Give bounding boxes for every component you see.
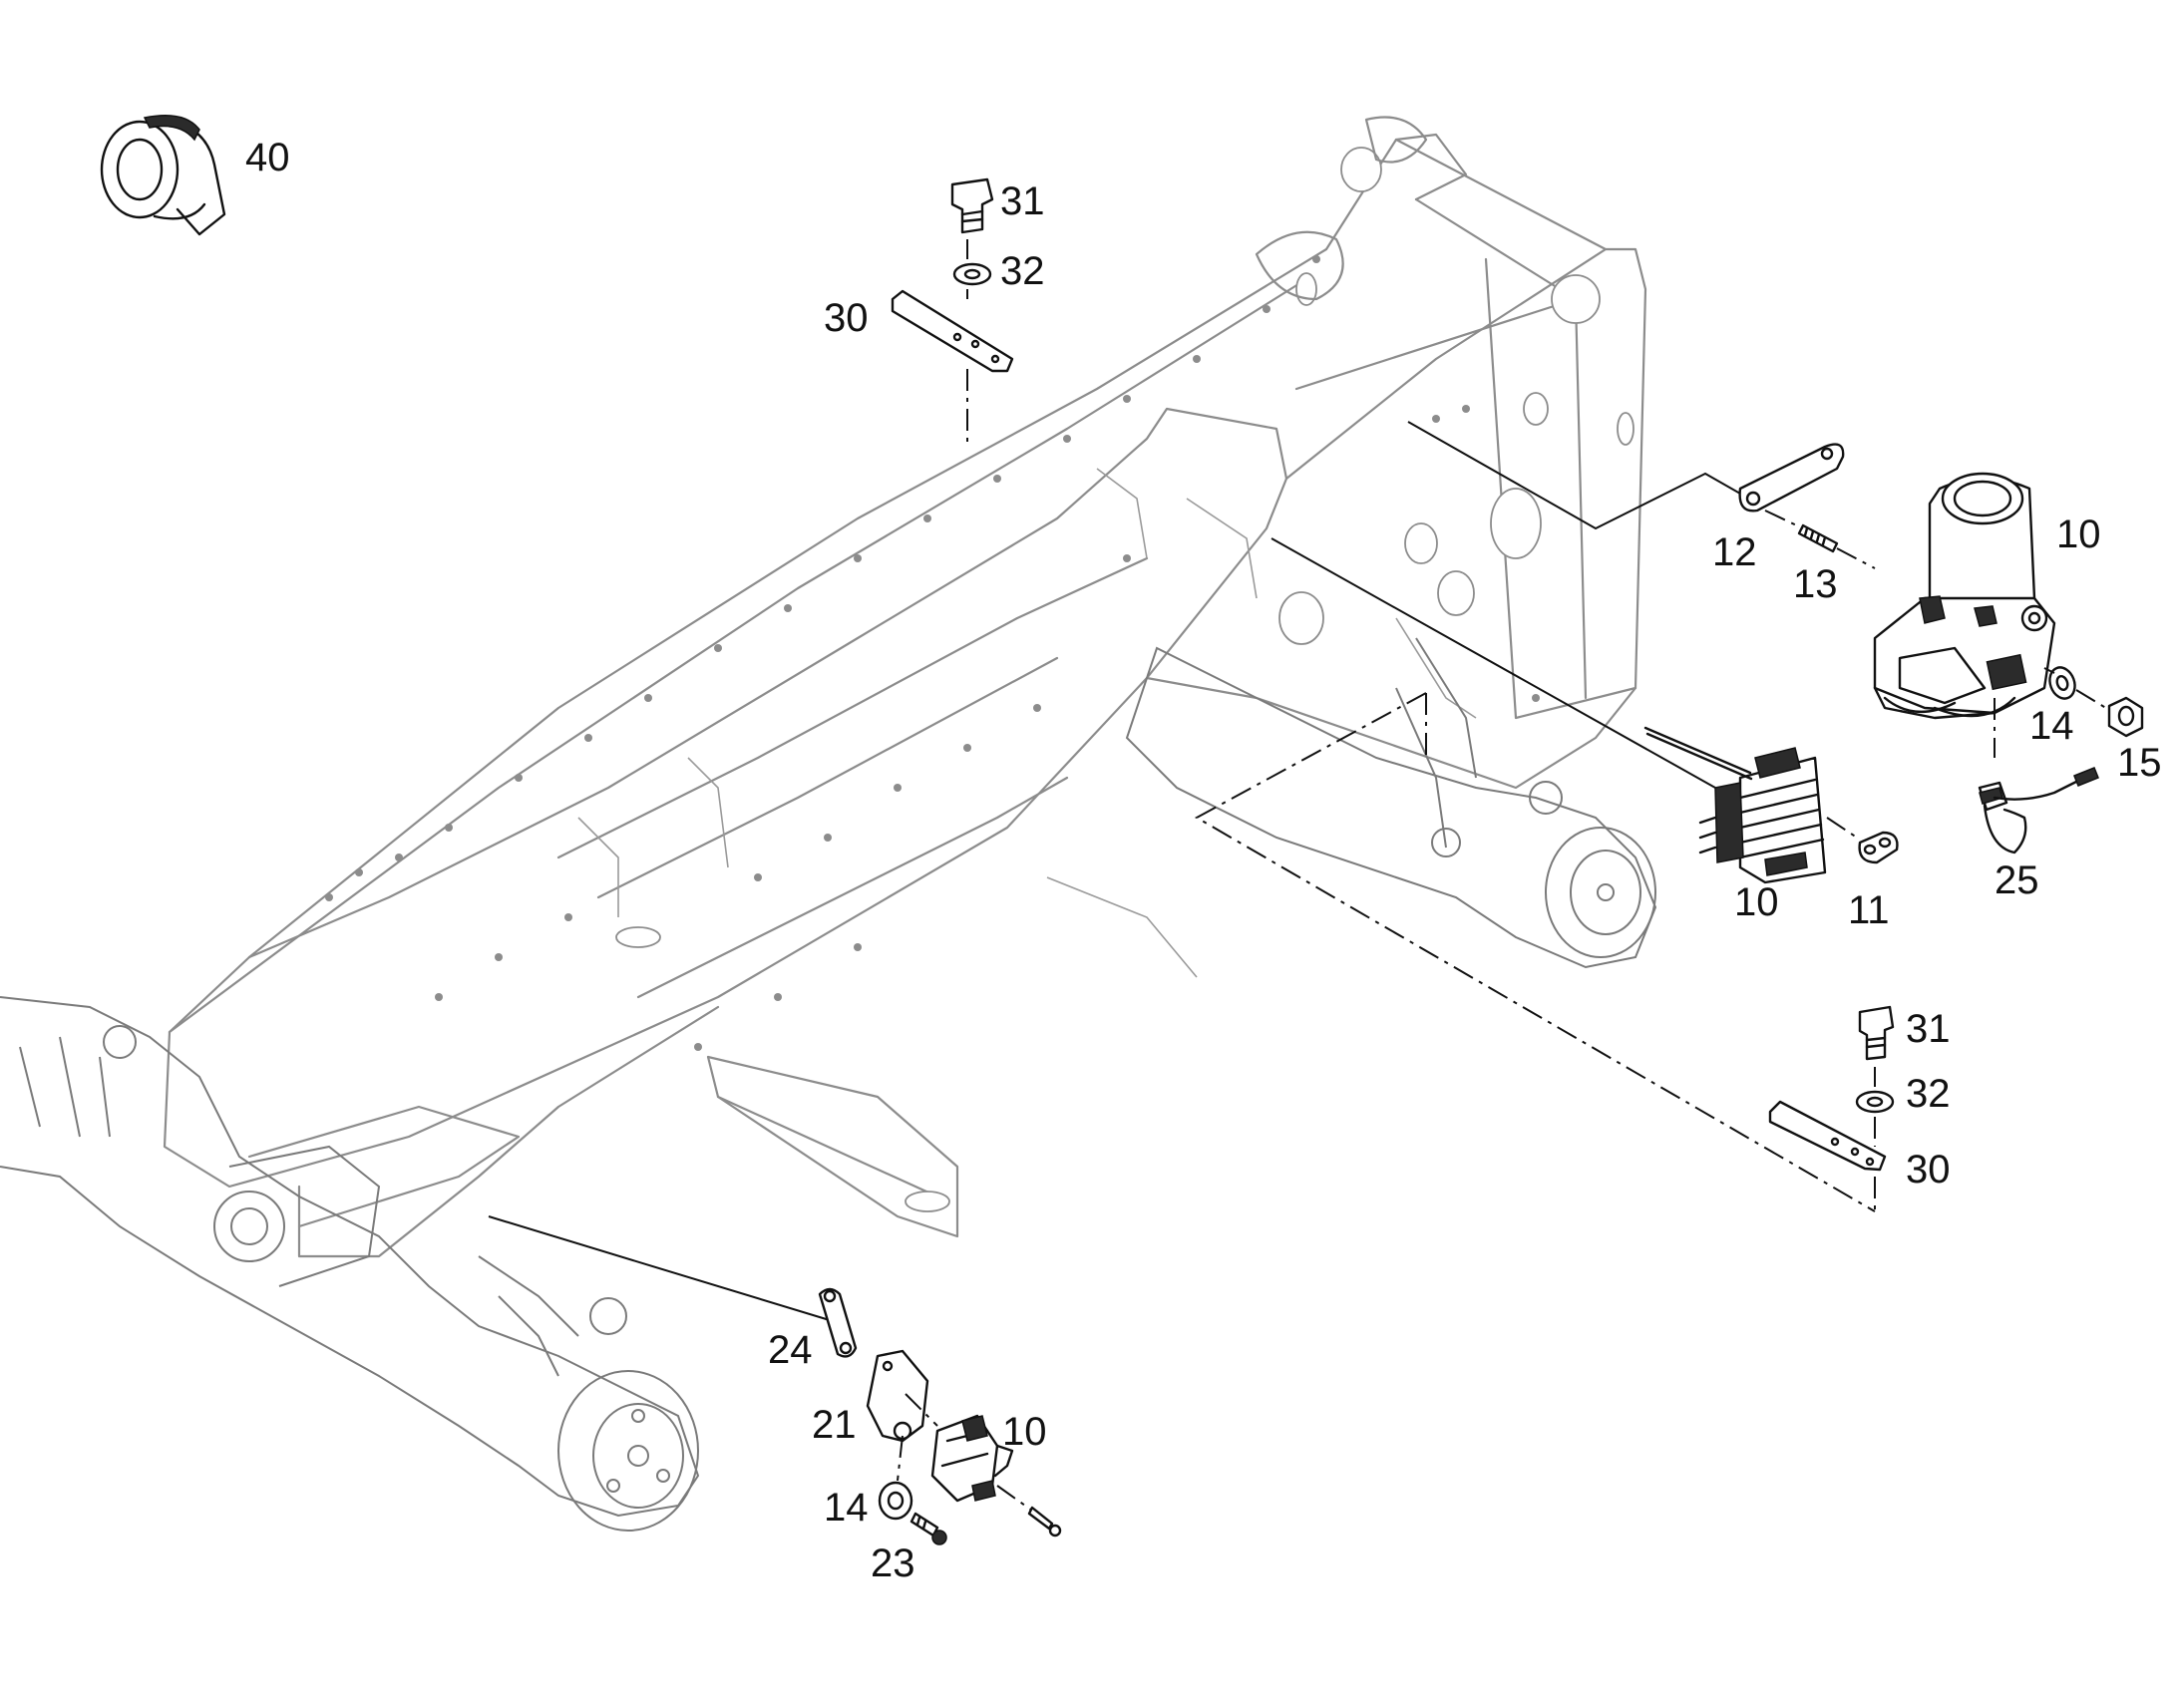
valve-block-10-mid — [1698, 747, 1827, 884]
callout-40: 40 — [245, 136, 290, 179]
washer-32-top — [952, 262, 992, 286]
callout-12: 12 — [1712, 530, 1757, 574]
callout-10-mid: 10 — [1734, 880, 1779, 924]
assembly-line-lower-bolt-23 — [897, 1435, 904, 1482]
front-axle — [0, 996, 700, 1532]
bolt-31-lower — [1858, 1005, 1895, 1061]
strap-12 — [1738, 443, 1845, 512]
tie-rod — [1643, 726, 1752, 775]
callout-23: 23 — [871, 1541, 915, 1585]
assembly-line-lower-bracket — [1194, 692, 1876, 1212]
callout-30-top: 30 — [824, 296, 869, 340]
callout-30-lower: 30 — [1906, 1148, 1951, 1192]
leader-line-top-right — [1407, 421, 1741, 530]
bracket-21 — [866, 1349, 929, 1443]
hydraulic-valve-10-top — [1873, 472, 2056, 720]
callout-10-lower: 10 — [1002, 1410, 1047, 1454]
pin-13 — [1797, 523, 1839, 553]
assembly-line-lower-valve — [905, 1393, 1033, 1512]
tape-roll-part — [100, 115, 226, 236]
screw-lower-valve — [1027, 1506, 1062, 1537]
callout-14-top: 14 — [2029, 704, 2074, 748]
assembly-line-pin-13 — [1764, 510, 1876, 569]
bracket-30-lower — [1768, 1100, 1887, 1172]
bolt-23 — [909, 1512, 947, 1545]
bolt-31-top — [950, 177, 994, 234]
leader-line-lower-left — [488, 1215, 834, 1322]
leader-line-rod — [1271, 537, 1716, 789]
washer-14-lower — [878, 1481, 913, 1521]
chassis-frame — [163, 116, 1647, 1258]
callout-14-lower: 14 — [824, 1486, 869, 1530]
callout-25: 25 — [1995, 858, 2039, 902]
callout-10-top: 10 — [2056, 512, 2101, 556]
rear-axle — [1125, 637, 1657, 969]
washer-14-top — [2048, 666, 2076, 700]
valve-10-lower — [930, 1414, 1014, 1503]
callout-13: 13 — [1793, 562, 1838, 606]
bracket-30-top — [891, 289, 1014, 373]
callout-32-top: 32 — [1000, 249, 1045, 293]
assembly-line-nut-15 — [2043, 667, 2110, 711]
callout-31-lower: 31 — [1906, 1007, 1951, 1051]
callout-32-lower: 32 — [1906, 1072, 1951, 1116]
link-24 — [818, 1287, 858, 1358]
nut-15 — [2107, 696, 2144, 738]
assembly-line-spacer-11 — [1826, 817, 1861, 841]
spacer-11 — [1858, 831, 1899, 864]
callout-24: 24 — [768, 1328, 813, 1372]
callout-21: 21 — [812, 1403, 857, 1447]
callout-31-top: 31 — [1000, 179, 1045, 223]
callout-15: 15 — [2117, 741, 2162, 785]
callout-11: 11 — [1848, 888, 1890, 932]
connector-cable-25 — [1978, 767, 2099, 854]
washer-32-lower — [1855, 1090, 1895, 1114]
frame-holes — [325, 255, 1540, 1051]
